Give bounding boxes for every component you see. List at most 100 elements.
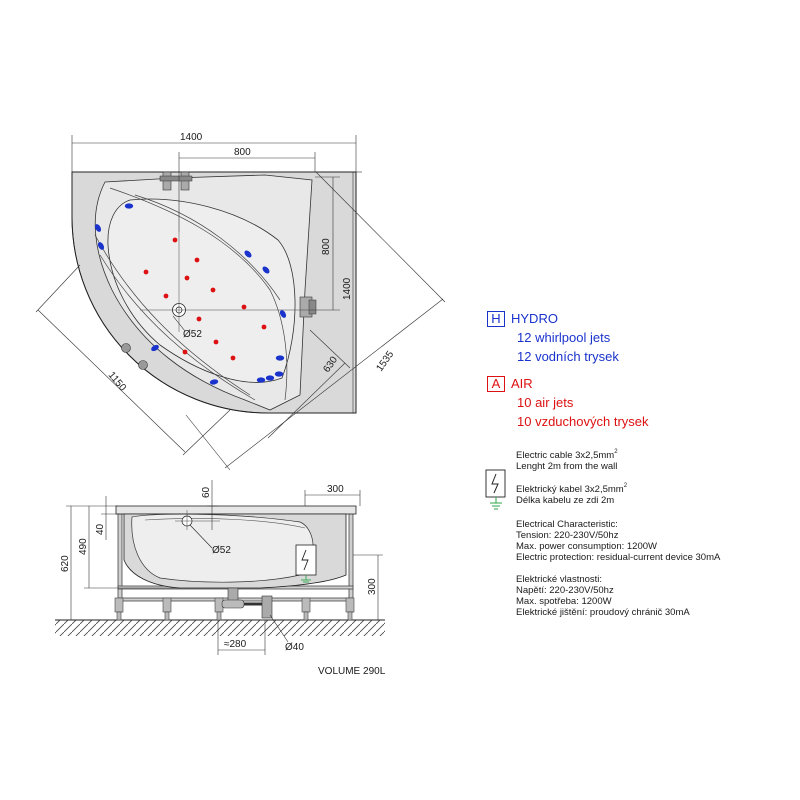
dim-frame-height: 300 xyxy=(367,578,378,595)
air-jet xyxy=(241,304,247,310)
top-view-basin xyxy=(107,198,296,383)
dim-drain-diameter-side: Ø52 xyxy=(212,545,231,556)
dim-line-height-inner xyxy=(310,176,340,311)
dim-line-width-inner xyxy=(178,152,316,232)
floor-hatch xyxy=(55,620,385,636)
hydro-jet xyxy=(275,355,285,361)
dim-height-620: 620 xyxy=(60,555,71,572)
dim-waste-diameter: Ø40 xyxy=(285,642,304,653)
air-jet xyxy=(196,316,202,322)
electric-symbol-icon xyxy=(485,469,506,510)
electric-characteristic-en: Electrical Characteristic: Tension: 220-… xyxy=(516,519,720,563)
top-view-curve-line xyxy=(71,216,269,414)
char-cz-0: Elektrické vlastnosti: xyxy=(516,574,603,585)
dim-line-rim-center xyxy=(207,480,218,530)
dim-drain-diameter-top: Ø52 xyxy=(183,329,202,340)
dim-rim-width: 300 xyxy=(327,484,344,495)
hydro-jet xyxy=(209,379,219,385)
air-jet xyxy=(163,293,169,299)
char-cz-2: Max. spotřeba: 1200W xyxy=(516,596,612,607)
dim-rim-center: 60 xyxy=(201,486,212,498)
air-jet xyxy=(182,349,188,355)
air-jets xyxy=(143,237,267,361)
electric-characteristic-cz: Elektrické vlastnosti: Napětí: 220-230V/… xyxy=(516,574,690,618)
legend-hydro-title-row: H HYDRO xyxy=(487,309,619,328)
hydro-jet xyxy=(151,344,159,352)
dim-depth-40: 40 xyxy=(95,523,106,535)
legend-hydro-line2: 12 vodních trysek xyxy=(517,349,619,364)
cable-en: Electric cable 3x2,5mm2 xyxy=(516,449,618,461)
volume-label: VOLUME 290L xyxy=(318,666,386,677)
dim-height-total: 1400 xyxy=(342,277,353,300)
char-en-2: Max. power consumption: 1200W xyxy=(516,541,657,552)
dim-line-depth-40 xyxy=(101,496,124,540)
legend-hydro-title: HYDRO xyxy=(511,311,558,326)
length-en: Lenght 2m from the wall xyxy=(516,461,618,472)
air-jet xyxy=(210,287,216,293)
dim-height-inner: 800 xyxy=(321,238,332,255)
hydro-jet xyxy=(244,250,252,258)
legend-air: A AIR 10 air jets 10 vzduchových trysek xyxy=(487,374,649,431)
dim-line-depth-490 xyxy=(84,506,180,589)
char-en-0: Electrical Characteristic: xyxy=(516,519,618,530)
top-view-contour-2 xyxy=(94,234,251,396)
filler-fitting xyxy=(159,171,193,191)
hydro-jet xyxy=(274,371,284,377)
hydro-jet xyxy=(124,203,134,209)
legend-air-title-row: A AIR xyxy=(487,374,649,393)
drain-icon xyxy=(140,232,310,332)
air-jet xyxy=(172,237,178,243)
air-jet xyxy=(261,324,267,330)
side-rim xyxy=(115,505,357,515)
dim-line-height-620 xyxy=(66,505,118,620)
dim-width-inner: 800 xyxy=(234,147,251,158)
dim-width-total: 1400 xyxy=(180,132,203,143)
dim-waste-offset: ≈280 xyxy=(224,639,247,650)
hydro-jet xyxy=(97,242,105,250)
top-view-contour-1 xyxy=(109,187,288,401)
top-view-contour-3 xyxy=(99,254,256,401)
dim-line-diagonal-long xyxy=(185,171,446,471)
hydro-jet xyxy=(256,377,266,383)
electric-cable-info-cz: Elektrický kabel 3x2,5mm2 Délka kabelu z… xyxy=(516,483,628,506)
side-fitting xyxy=(299,296,317,318)
electric-box-side xyxy=(295,544,317,583)
dim-line-waste-offset xyxy=(217,620,266,655)
side-view: Ø52 300 60 xyxy=(55,480,386,677)
dim-line-waste-diameter xyxy=(269,614,289,643)
legend-air-line1: 10 air jets xyxy=(517,395,574,410)
waste-trap xyxy=(221,587,273,619)
char-en-3: Electric protection: residual-current de… xyxy=(516,552,721,563)
dim-line-side xyxy=(35,264,231,456)
hydro-jet xyxy=(262,266,270,274)
hydro-jet xyxy=(265,375,275,381)
legs xyxy=(114,597,355,621)
char-en-1: Tension: 220-230V/50hz xyxy=(516,530,619,541)
air-badge-icon: A xyxy=(487,375,505,392)
top-view: Ø52 1400 800 800 1400 xyxy=(35,132,446,471)
legend-hydro: H HYDRO 12 whirlpool jets 12 vodních try… xyxy=(487,309,619,366)
dim-line-frame-height xyxy=(353,554,383,620)
hydro-badge-icon: H xyxy=(487,310,505,327)
hydro-jet xyxy=(94,224,102,232)
dim-line-diagonal-short xyxy=(267,329,351,439)
length-cz: Délka kabelu ze zdi 2m xyxy=(516,495,615,506)
air-jet xyxy=(184,275,190,281)
side-contour xyxy=(144,518,306,529)
hydro-jet xyxy=(279,310,287,318)
legend-hydro-line1: 12 whirlpool jets xyxy=(517,330,611,345)
air-control-knob xyxy=(138,360,148,370)
air-control-knob xyxy=(121,343,131,353)
air-jet xyxy=(194,257,200,263)
air-jet xyxy=(143,269,149,275)
air-jet xyxy=(230,355,236,361)
top-view-contour-4 xyxy=(134,194,281,301)
legend-air-title: AIR xyxy=(511,376,533,391)
char-cz-3: Elektrické jištění: proudový chránič 30m… xyxy=(516,607,690,618)
legend-air-line2: 10 vzduchových trysek xyxy=(517,414,649,429)
dim-line-width-total xyxy=(71,135,357,172)
dim-line-height-total xyxy=(352,171,362,413)
cable-cz: Elektrický kabel 3x2,5mm2 xyxy=(516,483,628,495)
char-cz-1: Napětí: 220-230V/50hz xyxy=(516,585,614,596)
